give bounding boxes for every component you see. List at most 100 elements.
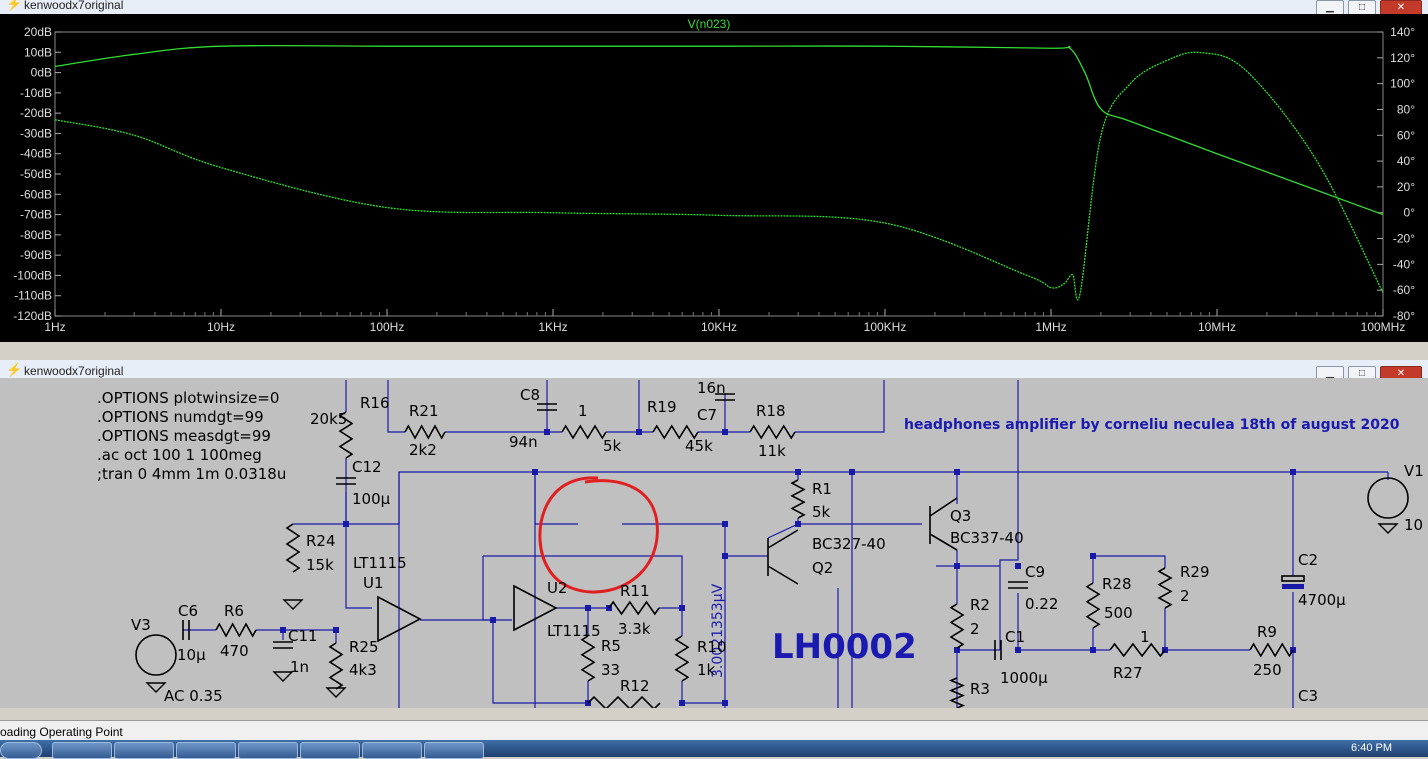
junction (722, 429, 728, 435)
status-text: oading Operating Point (0, 725, 123, 739)
taskbar-app-red[interactable] (362, 742, 422, 759)
component-label: 1 (1140, 628, 1150, 646)
component-label: BC337-40 (950, 529, 1024, 547)
ground-symbol (1377, 523, 1399, 534)
y-right-tick-label: 60° (1397, 128, 1415, 142)
taskbar-app-ltspice[interactable] (238, 742, 298, 759)
component-label: R5 (601, 637, 621, 655)
component-label: C11 (288, 627, 318, 645)
y-right-tick-label: 0° (1404, 206, 1416, 220)
component-label: 16n (697, 379, 726, 397)
u2-opamp (513, 584, 558, 632)
r2-resistor (949, 603, 965, 649)
junction (795, 521, 801, 527)
junction (490, 617, 496, 623)
y-left-tick-label: -70dB (20, 208, 52, 222)
component-label: 5k (812, 503, 831, 521)
wire (681, 681, 725, 704)
component-label: R11 (620, 582, 650, 600)
schematic-canvas[interactable]: .OPTIONS plotwinsize=0.OPTIONS numdgt=99… (0, 378, 1428, 708)
taskbar-app-chrome[interactable] (114, 742, 174, 759)
component-label: C9 (1025, 563, 1045, 581)
component-label: 2 (970, 620, 980, 638)
component-label: R1 (812, 480, 832, 498)
component-label: 4k3 (349, 661, 377, 679)
r28-resistor (1085, 582, 1101, 629)
component-label: 0.22 (1025, 595, 1058, 613)
ground-symbol (282, 599, 304, 610)
taskbar-app-firefox[interactable] (52, 742, 112, 759)
component-label: 4700μ (1298, 591, 1346, 609)
x-tick-label: 100MHz (1361, 320, 1406, 334)
r5-resistor (580, 635, 596, 682)
plot-window-titlebar[interactable]: ⚡ kenwoodx7original ▁□✕ (0, 0, 1428, 16)
junction (679, 605, 685, 611)
component-label: C12 (352, 458, 382, 476)
y-left-tick-label: -100dB (13, 268, 52, 282)
component-label: Q2 (812, 559, 833, 577)
component-label: 1k (697, 661, 716, 679)
wire (345, 458, 1388, 525)
y-right-tick-label: 120° (1390, 51, 1415, 65)
component-label: 20k5 (310, 410, 347, 428)
spice-directive: ;tran 0 4mm 1m 0.0318u (97, 465, 286, 483)
component-label: 5k (603, 437, 622, 455)
y-left-tick-label: 0dB (31, 66, 52, 80)
taskbar-clock: 6:40 PM (1351, 742, 1392, 754)
taskbar-app-window[interactable] (424, 742, 484, 759)
component-label: U1 (363, 574, 384, 592)
r1-resistor (790, 479, 806, 519)
r11-resistor (608, 600, 660, 616)
c2-capacitor-plate (1282, 584, 1304, 589)
start-button[interactable] (0, 742, 42, 759)
component-label: R24 (306, 532, 336, 550)
status-bar: oading Operating Point (0, 720, 1428, 741)
junction (795, 469, 801, 475)
taskbar-app-explorer[interactable] (176, 742, 236, 759)
ground-symbol (325, 687, 347, 698)
x-tick-label: 100KHz (864, 320, 907, 334)
y-left-tick-label: -60dB (20, 187, 52, 201)
y-right-tick-label: -40° (1393, 257, 1415, 271)
component-label: 500 (1104, 604, 1133, 622)
x-tick-label: 1Hz (44, 320, 65, 334)
component-label: 33 (601, 661, 620, 679)
r10-resistor (674, 635, 690, 682)
component-label: 1n (290, 658, 309, 676)
component-label: R18 (756, 402, 786, 420)
component-label: LT1115 (547, 622, 601, 640)
y-left-tick-label: -50dB (20, 167, 52, 181)
component-label: U2 (547, 579, 568, 597)
q3-transistor (929, 497, 958, 551)
junction (679, 700, 685, 706)
component-label: R2 (970, 596, 990, 614)
r19-resistor (652, 424, 699, 440)
r18-resistor (749, 424, 796, 440)
junction (722, 521, 728, 527)
y-left-tick-label: -30dB (20, 126, 52, 140)
y-left-tick-label: -90dB (20, 248, 52, 262)
spice-directive: .OPTIONS numdgt=99 (97, 408, 264, 426)
junction (333, 627, 339, 633)
maximize-button[interactable]: □ (1348, 0, 1376, 16)
ground-symbol (272, 671, 294, 682)
plot-window-title: kenwoodx7original (24, 0, 124, 12)
taskbar-app-paint[interactable] (300, 742, 360, 759)
component-label: 10μ (177, 646, 206, 664)
component-label: R19 (647, 398, 677, 416)
component-label: AC 0.35 (164, 687, 223, 705)
component-label: R28 (1102, 575, 1132, 593)
component-label: 100μ (352, 490, 391, 508)
wire (483, 555, 683, 608)
wire (345, 524, 372, 609)
component-label: 3.3k (618, 620, 651, 638)
component-label: C1 (1005, 628, 1025, 646)
component-label: V3 (131, 616, 151, 634)
r16-resistor (338, 411, 354, 459)
junction (544, 429, 550, 435)
y-left-tick-label: -80dB (20, 228, 52, 242)
y-left-tick-label: -40dB (20, 147, 52, 161)
magnitude-trace (54, 44, 1384, 216)
